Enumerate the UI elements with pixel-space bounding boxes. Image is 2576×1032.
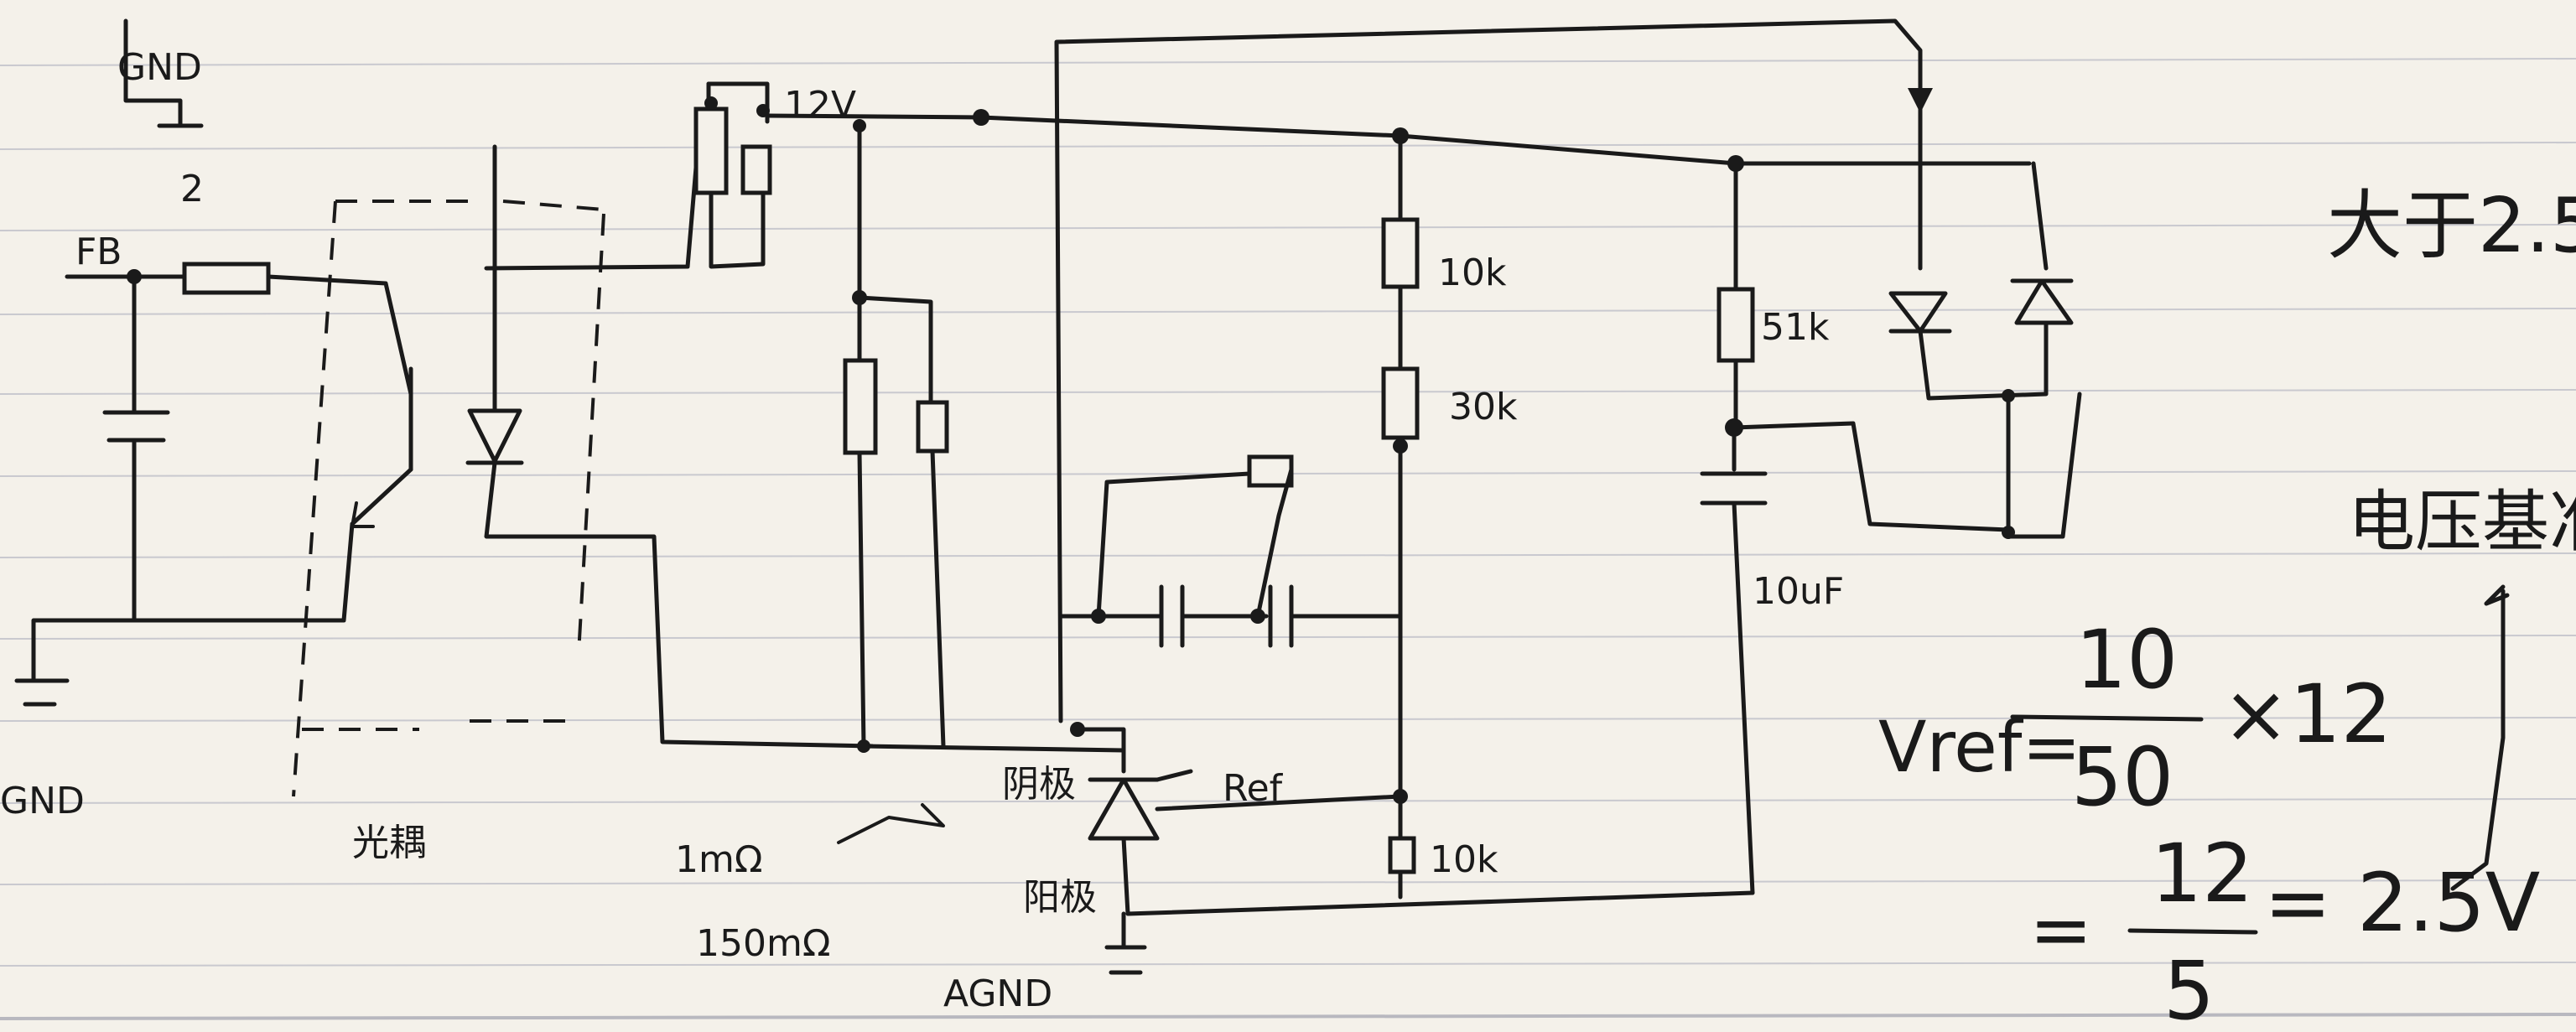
label-150m: 150mΩ <box>696 922 830 965</box>
label-r30k: 30k <box>1449 386 1518 428</box>
output-section: 51k 10uF <box>1700 106 2082 895</box>
divider-top-resistor <box>1381 217 1420 289</box>
label-optocoupler: 光耦 <box>352 822 426 864</box>
formula: Vref= 10 50 ×12 = 12 5 = 2.5V <box>1878 613 2540 1032</box>
label-anode: 阳极 <box>1023 876 1097 919</box>
divider-bottom-resistor <box>1388 836 1416 874</box>
note-reg: 电压基准2.5 <box>2348 483 2576 561</box>
formula-multiplier: ×12 <box>2222 667 2392 761</box>
label-r51k: 51k <box>1761 306 1830 349</box>
formula-result: = 2.5V <box>2264 856 2540 950</box>
annotations: 大于2.5 电压基准2.5 <box>2327 182 2576 891</box>
label-gnd-top: GND <box>117 46 202 89</box>
fb-resistor <box>182 262 271 295</box>
formula-numerator: 10 <box>2075 613 2178 707</box>
optocoupler-section: GND 2 FB GND 光 <box>0 18 875 864</box>
label-r10k-bot: 10k <box>1430 838 1498 881</box>
sense-resistor-2 <box>916 400 949 454</box>
label-fb: FB <box>75 231 122 273</box>
label-pin2: 2 <box>180 168 204 210</box>
formula-eq2: = <box>2029 886 2092 974</box>
label-agnd: AGND <box>943 972 1052 1015</box>
tl431-section: 阴极 Ref 阳极 AGND 10k 30k 10k <box>943 18 1933 1015</box>
formula-denominator: 50 <box>2071 730 2174 824</box>
formula-num2: 12 <box>2151 827 2253 921</box>
label-cathode: 阴极 <box>1002 763 1076 806</box>
supply-rail: 12V 1mΩ 150mΩ <box>675 81 2032 965</box>
formula-vref: Vref= <box>1878 706 2081 788</box>
r51k-resistor <box>1716 287 1755 363</box>
divider-mid-resistor <box>1381 366 1420 440</box>
label-cap: 10uF <box>1753 570 1844 613</box>
formula-den2: 5 <box>2163 944 2215 1032</box>
label-1m: 1mΩ <box>675 838 762 881</box>
label-gnd-left: GND <box>0 780 85 822</box>
sense-resistor-1 <box>843 358 878 455</box>
label-r10k-top: 10k <box>1438 252 1507 294</box>
label-12v: 12V <box>784 84 856 127</box>
note-top-right: 大于2.5 <box>2327 182 2576 270</box>
